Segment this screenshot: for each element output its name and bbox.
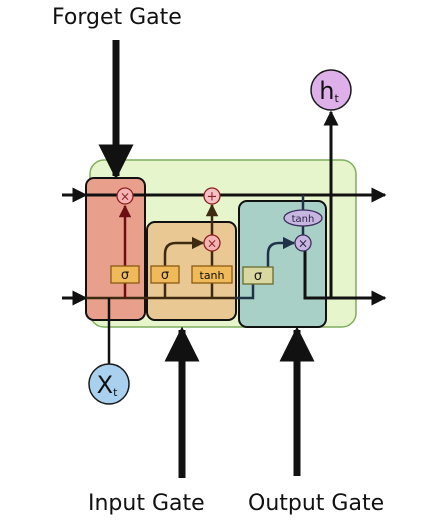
forget-sigma-box — [110, 265, 140, 284]
output-sigma-label: σ — [254, 269, 262, 284]
input-sigma-label: σ — [161, 268, 169, 283]
input-multiply-node — [203, 234, 221, 252]
ht-output-node — [310, 69, 352, 111]
xt-input-node — [88, 363, 130, 405]
ht-subscript: t — [334, 92, 339, 105]
input-multiply-symbol: × — [207, 237, 217, 251]
xt-main: X — [97, 371, 113, 399]
input-sigma-box — [150, 265, 180, 284]
xt-subscript: t — [113, 386, 118, 399]
cell-add-node — [203, 187, 221, 205]
hidden-state-out-line — [303, 250, 387, 306]
cell-add-symbol: + — [207, 190, 218, 205]
forget-gate-label: Forget Gate — [52, 5, 182, 30]
output-tanh-node — [283, 209, 323, 227]
input-sigma-to-mult-arrow — [163, 236, 205, 266]
output-sigma-box — [242, 266, 274, 285]
input-tanh-box — [191, 265, 233, 284]
ht-output-label: ht — [319, 77, 339, 105]
output-multiply-node — [294, 234, 312, 252]
forget-multiply-symbol: × — [120, 190, 130, 204]
xt-input-label: Xt — [97, 371, 118, 399]
output-gate-label: Output Gate — [248, 491, 385, 516]
output-sigma-to-mult-arrow — [266, 236, 296, 276]
input-tanh-label: tanh — [200, 269, 225, 282]
forget-sigma-label: σ — [121, 268, 129, 283]
ht-main: h — [319, 77, 334, 105]
output-sigma-path — [236, 284, 255, 300]
input-gate-label: Input Gate — [88, 491, 205, 516]
output-multiply-symbol: × — [298, 237, 308, 251]
forget-multiply-node — [116, 187, 134, 205]
output-tanh-label: tanh — [292, 214, 315, 225]
